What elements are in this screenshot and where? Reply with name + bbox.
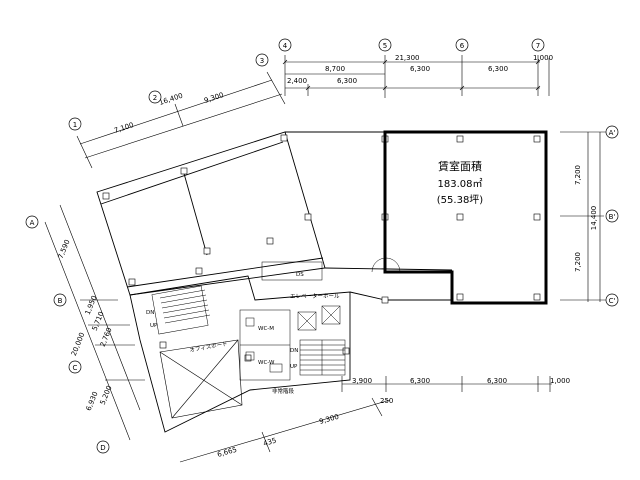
left-dimension-lines [44,204,145,441]
axis-marker-a: A [25,215,39,229]
top-dimension-lines [282,55,550,98]
dim-top-row-2: 6,300 [337,77,357,85]
dim-bottom-small: 250 [380,397,393,405]
svg-text:3: 3 [260,57,264,65]
axis-marker-6: 6 [455,38,469,52]
axis-top: 4 5 6 7 [278,38,545,52]
dim-right-total: 14,400 [590,206,598,231]
axis-marker-c-prime: C' [605,293,619,307]
office-void [159,339,243,419]
label-wc-w: WC-W [258,360,275,366]
dim-right-part-1: 7,200 [574,165,582,185]
dim-top-mid: 8,700 [325,65,345,73]
axis-marker-5: 5 [378,38,392,52]
axis-marker-b: B [53,293,67,307]
svg-text:C': C' [609,297,616,305]
door-swings [371,257,401,273]
axis-marker-b-prime: B' [605,209,619,223]
dim-top-7-offset: 1,000 [533,54,553,62]
axis-left: A B C D [25,215,110,454]
dim-bottom-4: 1,000 [550,377,570,385]
dim-top-row-4: 6,300 [488,65,508,73]
svg-text:5: 5 [383,42,387,50]
label-elevator-hall: エレベーターホール [290,292,340,300]
axis-marker-1: 1 [68,117,82,131]
label-up-left: UP [150,323,158,329]
rental-area-title: 賃室面積 [438,159,482,173]
axis-right: A' B' C' [605,125,619,307]
elevators [297,305,341,331]
stair-left [151,285,211,335]
label-stair: 非常階段 [272,387,295,395]
svg-text:6: 6 [460,42,465,50]
dim-bottom-diag: 9,300 [318,413,339,426]
rental-area-outline [383,130,548,305]
dim-left-part-1: 7,590 [57,238,72,260]
axis-marker-d: D [96,440,110,454]
svg-text:C: C [73,364,78,372]
svg-text:2: 2 [153,94,157,102]
dim-left-part-3: 5,710 [91,310,106,332]
svg-text:A: A [30,219,35,227]
svg-text:A': A' [609,129,616,137]
axis-marker-a-prime: A' [605,125,619,139]
dim-top-total: 21,300 [395,54,420,62]
ds-shaft [261,261,323,281]
axis-marker-2: 2 [148,90,162,104]
dim-bottom-3: 6,300 [487,377,507,385]
label-wc-m: WC-M [258,326,274,332]
label-ds: DS [296,272,304,278]
dim-top-row-1: 2,400 [287,77,307,85]
label-office-void: オフィスボード [189,339,228,354]
dim-bottom-left-1: 6,665 [216,446,237,459]
label-up-right: UP [290,364,298,370]
svg-text:B: B [58,297,63,305]
axis-marker-c: C [68,360,82,374]
label-dn-left: DN [146,310,154,316]
svg-text:4: 4 [283,42,288,50]
dim-bottom-1: 3,900 [352,377,372,385]
diag-dimension-lines [76,71,286,169]
rental-area-tsubo: (55.38坪) [437,193,484,206]
dim-diag-part-1: 7,100 [113,121,135,135]
dim-bottom-left-2: 435 [262,437,277,448]
dim-top-row-3: 6,300 [410,65,430,73]
right-dimension-lines [560,131,608,302]
axis-marker-3: 3 [255,53,269,67]
dim-right-part-2: 7,200 [574,252,582,272]
dim-diag-total: 16,400 [158,92,184,107]
dim-left-part-6: 5,200 [99,384,114,406]
label-dn-right: DN [290,348,298,354]
dim-left-total: 20,000 [70,331,87,357]
bottom-dimension-lines [179,376,552,463]
dim-diag-part-2: 9,300 [203,91,225,105]
dim-left-part-5: 6,930 [85,390,100,412]
svg-text:1: 1 [73,121,77,129]
axis-upper-left: 1 2 3 [68,53,269,131]
axis-marker-7: 7 [531,38,545,52]
svg-text:D: D [100,444,105,452]
dim-bottom-2: 6,300 [410,377,430,385]
svg-text:7: 7 [536,42,540,50]
stair-right [299,339,346,376]
building-outline [96,131,453,433]
rental-area-m2: 183.08㎡ [438,178,483,190]
restroom-block [239,309,291,381]
axis-marker-4: 4 [278,38,292,52]
svg-text:B': B' [609,213,616,221]
